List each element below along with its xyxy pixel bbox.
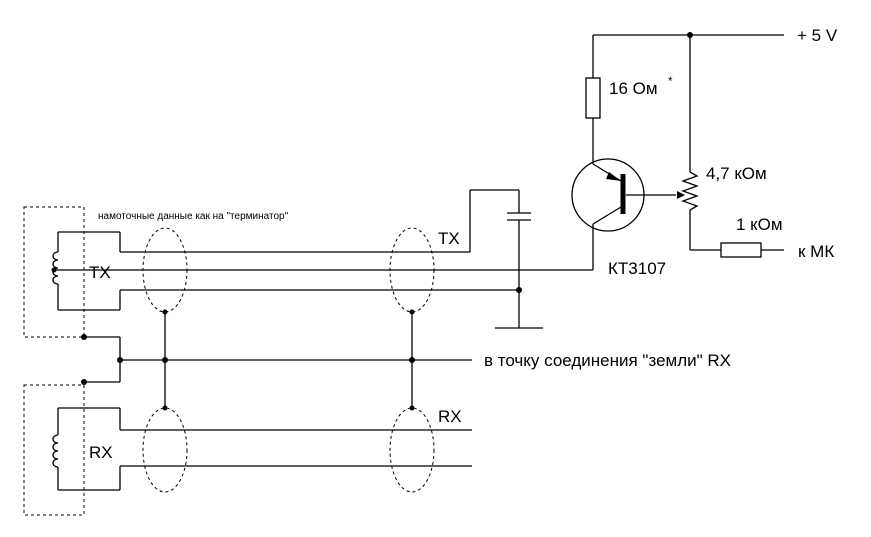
cable-shields — [142, 227, 435, 493]
rx-line-label: RX — [438, 407, 462, 426]
tx-cable — [54, 190, 594, 310]
tx-coil — [51, 231, 120, 311]
rx-coil-box — [23, 384, 85, 516]
tx-line-label: TX — [438, 229, 460, 248]
pot-label: 4,7 кОм — [706, 164, 767, 183]
r2-label: 1 кОм — [736, 215, 783, 234]
rx-coil — [52, 407, 120, 491]
supply-rail — [593, 32, 784, 38]
capacitor — [470, 189, 543, 329]
supply-label: + 5 V — [797, 26, 838, 45]
shield-wiring — [81, 309, 472, 411]
mk-label: к МК — [798, 242, 834, 261]
tx-coil-label: TX — [89, 263, 111, 282]
potentiometer-4-7k — [677, 35, 699, 250]
r1-label: 16 Ом — [609, 79, 658, 98]
transistor-label: КТ3107 — [608, 259, 666, 278]
rx-coil-label: RX — [89, 443, 113, 462]
transistor-kt3107 — [571, 158, 676, 267]
r1-mark: * — [668, 76, 673, 88]
ground-note: в точку соединения "земли" RX — [484, 351, 731, 370]
resistor-1k — [690, 242, 784, 258]
tx-coil-box — [23, 206, 85, 338]
resistor-16-ohm — [585, 35, 601, 164]
winding-note: намоточные данные как на "терминатор" — [98, 211, 289, 222]
rx-cable — [119, 408, 472, 490]
